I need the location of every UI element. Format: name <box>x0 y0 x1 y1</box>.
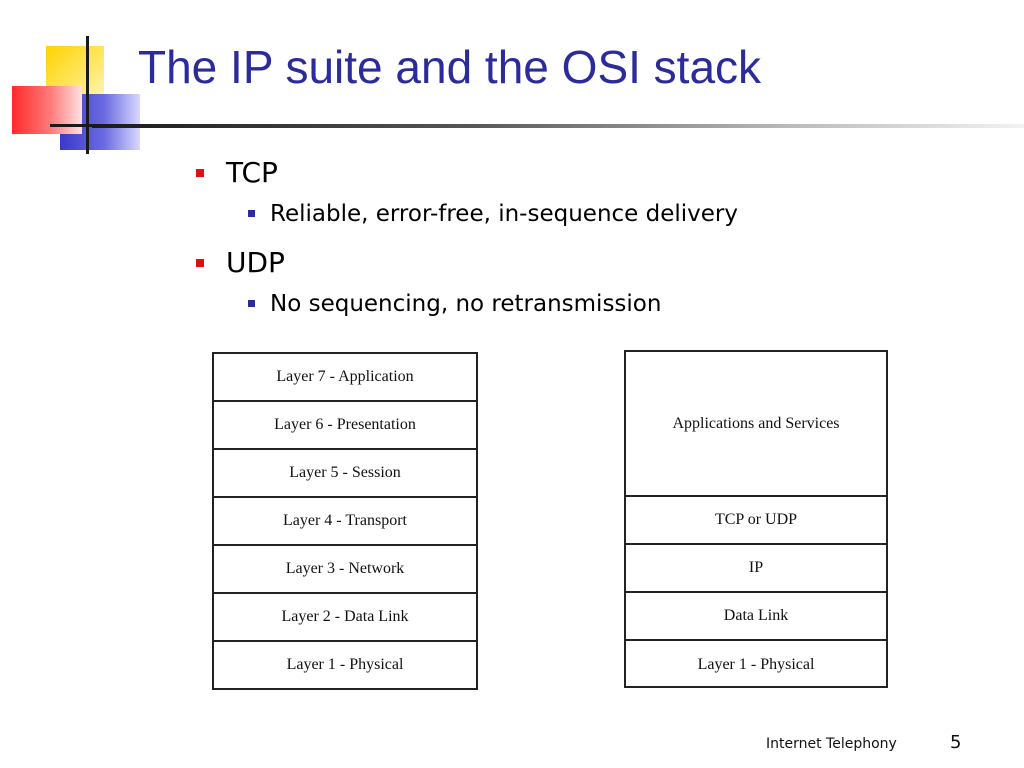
sub-bullet-tcp: Reliable, error-free, in-sequence delive… <box>246 194 894 242</box>
logo-icon <box>0 0 150 160</box>
osi-layer-4: Layer 4 - Transport <box>214 498 476 546</box>
ip-layer-data-link: Data Link <box>626 593 886 641</box>
red-square-bullet-icon <box>196 169 204 177</box>
sub-bullet-text: Reliable, error-free, in-sequence delive… <box>270 201 738 227</box>
osi-layer-2: Layer 2 - Data Link <box>214 594 476 642</box>
osi-layer-6: Layer 6 - Presentation <box>214 402 476 450</box>
osi-stack-diagram: Layer 7 - Application Layer 6 - Presenta… <box>212 352 478 690</box>
bullet-udp: UDP <box>194 242 894 284</box>
logo-vertical-line <box>86 36 89 154</box>
blue-square-bullet-icon <box>248 210 255 217</box>
bullet-tcp: TCP <box>194 152 894 194</box>
bullet-text: UDP <box>226 246 285 279</box>
osi-layer-3: Layer 3 - Network <box>214 546 476 594</box>
ip-layer-transport: TCP or UDP <box>626 497 886 545</box>
ip-layer-ip: IP <box>626 545 886 593</box>
slide-title: The IP suite and the OSI stack <box>138 41 762 93</box>
ip-layer-physical: Layer 1 - Physical <box>697 655 815 673</box>
sub-bullet-udp: No sequencing, no retransmission <box>246 284 894 332</box>
ip-suite-diagram: Applications and Services TCP or UDP IP … <box>624 350 888 688</box>
red-square-bullet-icon <box>196 259 204 267</box>
footer-title: Internet Telephony <box>766 736 897 752</box>
osi-layer-7: Layer 7 - Application <box>214 354 476 402</box>
page-number: 5 <box>950 732 962 753</box>
blue-square-bullet-icon <box>248 300 255 307</box>
ip-layer-applications: Applications and Services <box>626 352 886 497</box>
osi-layer-5: Layer 5 - Session <box>214 450 476 498</box>
title-divider <box>92 124 1024 128</box>
bullet-text: TCP <box>226 156 278 189</box>
sub-bullet-text: No sequencing, no retransmission <box>270 291 662 317</box>
bullet-list: TCP Reliable, error-free, in-sequence de… <box>194 152 894 332</box>
osi-layer-1: Layer 1 - Physical <box>286 656 404 673</box>
